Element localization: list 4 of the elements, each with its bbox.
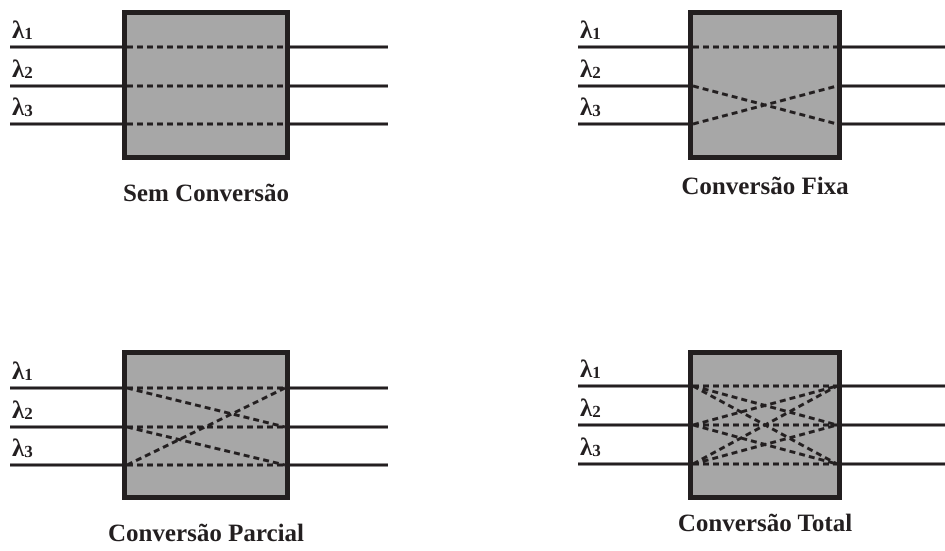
node-label: Sem Conversão <box>122 180 290 208</box>
node-label: Conversão Parcial <box>106 520 306 548</box>
node-label: Conversão Fixa <box>680 173 850 201</box>
node-label: Conversão Total <box>676 510 854 538</box>
